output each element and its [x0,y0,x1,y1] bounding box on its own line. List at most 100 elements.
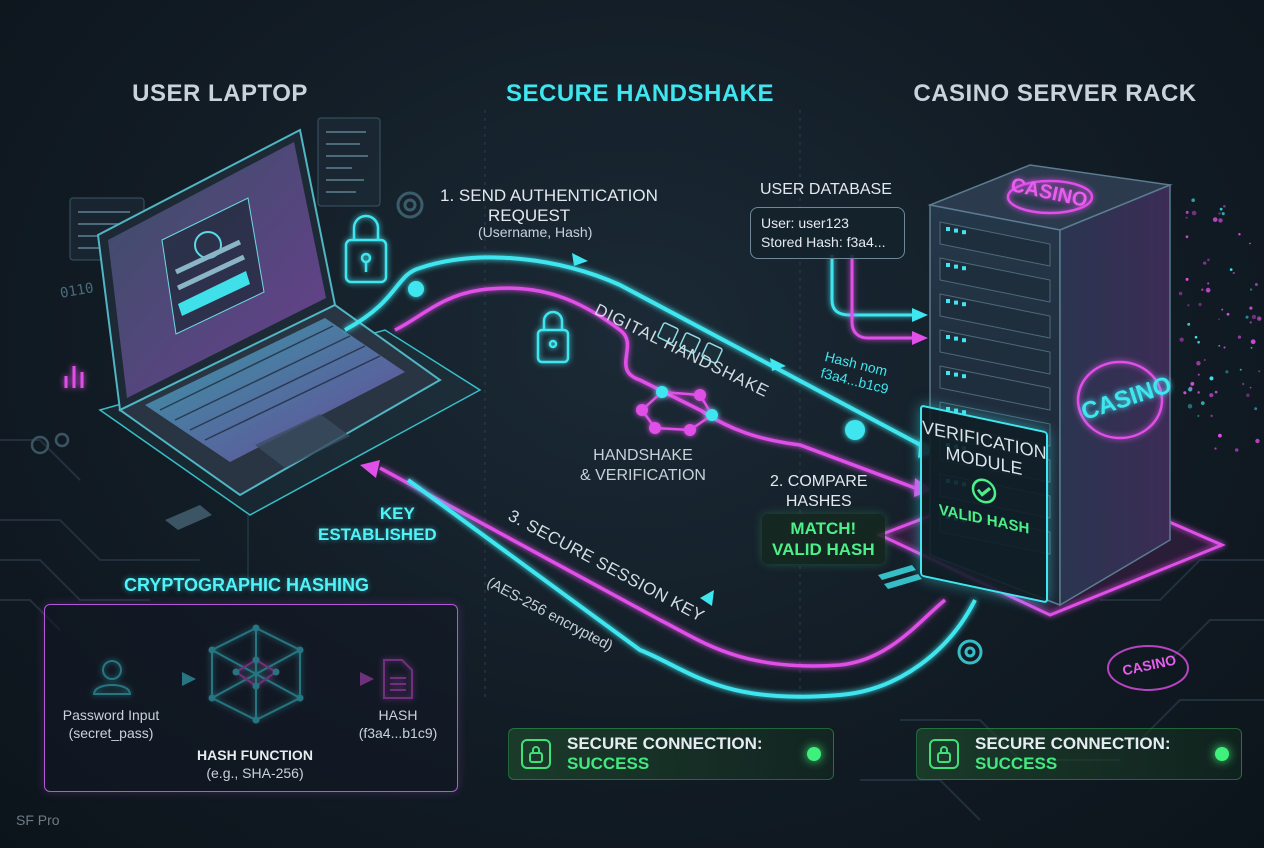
floor-stripes [878,565,922,589]
hash-function-title: HASH FUNCTION [197,747,313,763]
sparkle [1207,282,1210,285]
sparkle [1250,346,1253,349]
rack-slot [939,257,1051,303]
rack-slot [939,329,1051,375]
rack-led [962,410,966,415]
step1-title: 1. SEND AUTHENTICATION REQUEST [440,186,658,226]
sparkle [1237,335,1242,339]
sparkle [1249,306,1253,310]
sparkle [1196,361,1201,366]
sparkle [1221,308,1224,311]
sparkle [1225,370,1229,374]
sparkle [1241,382,1245,386]
step1-line2: REQUEST [488,206,571,225]
db-user-line: User: user123 [761,215,849,231]
laptop-lock-icon [344,214,388,284]
sparkle [1179,337,1184,342]
sparkle [1257,316,1262,321]
sparkle [1218,212,1221,215]
sparkle [1250,339,1256,345]
rack-slot [939,221,1051,267]
sparkle [1188,386,1193,390]
sparkle [1234,448,1239,452]
key-line2: ESTABLISHED [318,525,437,544]
key-line1: KEY [379,504,415,523]
handshake-lock-icon [536,310,570,364]
rack-led [954,372,958,377]
sparkle [1245,315,1249,319]
status-left-line1: SECURE CONNECTION: [567,734,763,753]
sparkle [1200,401,1205,405]
settings-gears-icon [30,432,70,455]
sparkle [1197,340,1200,344]
handshake-network [636,386,718,436]
sparkle [1207,258,1210,262]
session-key-small-arrow [700,590,714,606]
db-cyan-arrowhead [912,308,928,322]
sparkle [1249,321,1252,324]
sparkle [1187,322,1191,326]
status-secure-connection-left: SECURE CONNECTION: SUCCESS [508,728,834,780]
status-indicator-dot [807,747,821,761]
hash-function-example: (e.g., SHA-256) [206,765,304,781]
handshake-verification-label: HANDSHAKE & VERIFICATION [580,446,706,486]
sparkle [1212,217,1218,222]
sparkle [1229,268,1233,272]
sparkle [1239,368,1242,371]
path-nodes [408,281,865,440]
floating-code-windows [69,117,381,261]
laptop-column-title: USER LAPTOP [132,80,308,107]
sparkle [1218,318,1220,321]
sparkle [1209,393,1214,398]
status-right-line2: SUCCESS [975,754,1058,773]
password-input-title: Password Input [62,707,160,723]
rack-led [954,228,958,233]
status-lock-icon [521,739,551,769]
hashing-panel [44,604,458,792]
db-cyan-connector [830,255,915,317]
sparkle-particles [1178,198,1262,452]
match-valid-badge: MATCH! VALID HASH [762,514,885,564]
font-note: SF Pro [16,812,60,828]
rack-led [946,299,950,303]
rack-slot [939,365,1051,411]
auth-request-path [344,255,931,452]
rack-led [954,300,958,305]
status-lock-icon [929,739,959,769]
rack-led [954,408,958,413]
sparkle [1203,261,1207,265]
hash-output-label: HASH (f3a4...b1c9) [350,706,446,742]
laptop-illustration [96,128,442,497]
step2-line1: 2. COMPARE [770,473,868,490]
sparkle [1198,302,1202,307]
hashing-title: CRYPTOGRAPHIC HASHING [124,575,370,595]
sparkle [1197,414,1200,418]
sparkle [1185,216,1188,219]
data-packets [657,322,723,364]
sparkle [1251,314,1257,320]
handshake-column-title: SECURE HANDSHAKE [505,80,775,107]
sparkle [1249,242,1251,245]
sparkle [1210,414,1213,417]
sparkle [1185,277,1189,281]
match-line2: VALID HASH [772,540,875,559]
sparkle [1218,344,1221,347]
rack-led [954,264,958,269]
rack-led [962,266,966,271]
hash-output-value: (f3a4...b1c9) [358,725,438,741]
password-input-label: Password Input (secret_pass) [56,706,166,742]
sparkle [1214,447,1217,450]
key-established-label: KEY ESTABLISHED [318,503,437,545]
step2-label: 2. COMPARE HASHES [770,472,868,512]
rack-led [962,230,966,235]
match-line1: MATCH! [790,519,857,538]
bar-chart-icon [64,366,84,388]
sparkle [1249,288,1253,291]
sparkle [1185,210,1189,214]
rack-led [962,374,966,379]
sparkle [1219,207,1223,211]
rack-led [946,335,950,339]
session-key-path-magenta [379,466,947,668]
sparkle [1218,433,1222,438]
status-left-line2: SUCCESS [567,754,650,773]
